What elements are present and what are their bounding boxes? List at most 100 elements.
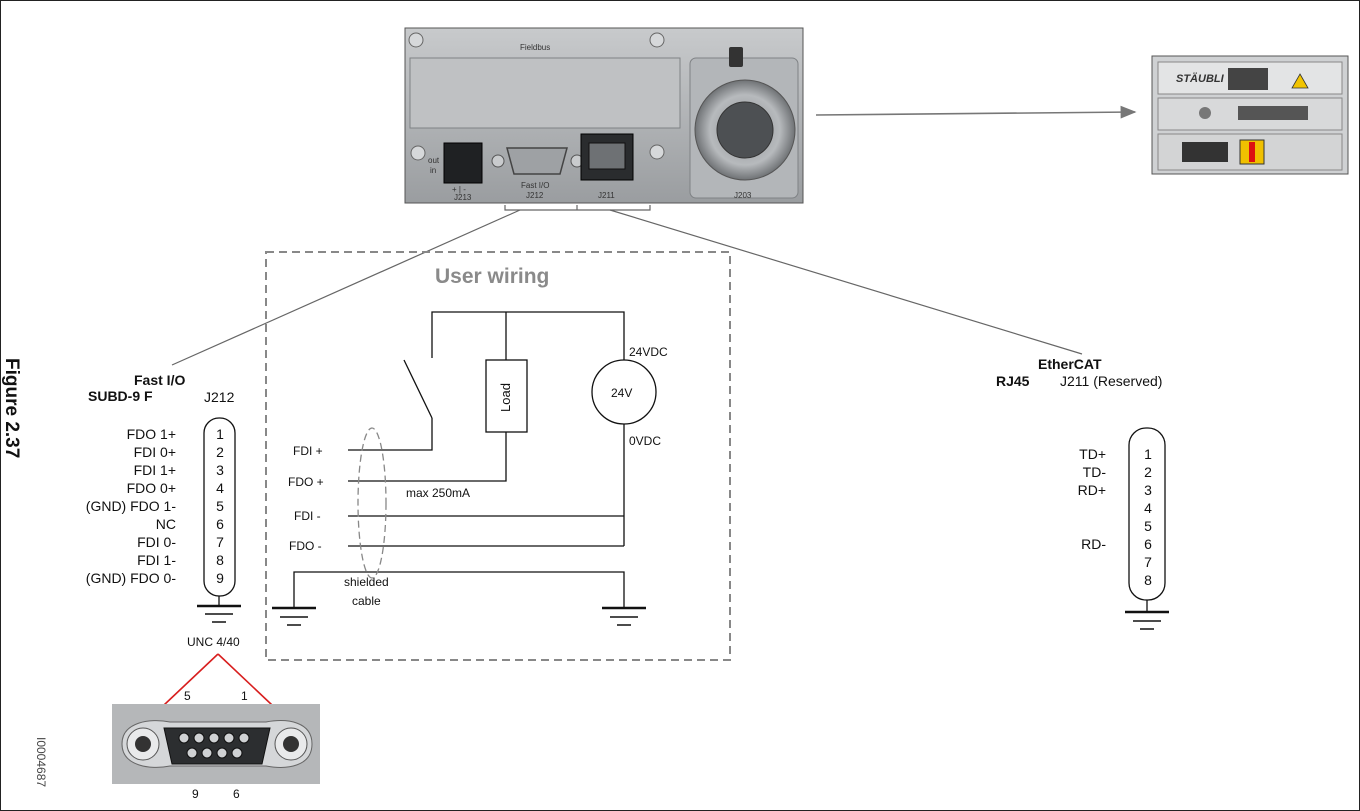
ethercat-pin-label: TD- <box>1083 464 1107 480</box>
fast-io-leader <box>171 209 521 366</box>
fast-io-pin-label: FDI 1- <box>137 552 176 568</box>
ethercat-pin-numbers: 1 2 3 4 5 6 7 8 <box>1144 446 1152 588</box>
j203-label: J203 <box>734 191 752 200</box>
rack-connector <box>1228 68 1268 90</box>
ethercat-pin-label: RD- <box>1081 536 1106 552</box>
shielded-label: shielded <box>344 575 389 589</box>
fast-io-pin-number: 8 <box>216 552 224 568</box>
photo-pin-1: 1 <box>241 689 248 703</box>
fast-io-pin-label: FDO 0+ <box>127 480 176 496</box>
fast-io-pin-label: FDI 0- <box>137 534 176 550</box>
fast-io-pin-number: 2 <box>216 444 224 460</box>
photo-pin-5: 5 <box>184 689 191 703</box>
screw-icon <box>408 32 424 48</box>
ethercat-connector: J211 (Reserved) <box>1060 373 1162 389</box>
ethercat-pin-labels: TD+ TD- RD+ RD- <box>1078 446 1107 552</box>
ethercat-pin-number: 3 <box>1144 482 1152 498</box>
j213-plus-minus: + | - <box>452 185 466 194</box>
dsub-photo <box>112 704 320 784</box>
ethercat-pin-number: 5 <box>1144 518 1152 534</box>
fdi-plus-label: FDI + <box>293 444 323 458</box>
rack-ports <box>1238 106 1308 120</box>
screw-spec: UNC 4/40 <box>187 635 240 649</box>
fast-io-pin-label: FDO 1+ <box>127 426 176 442</box>
j213-connector <box>443 142 483 184</box>
ground-icon <box>1125 610 1169 630</box>
v24-label: 24VDC <box>629 345 668 359</box>
rack-button <box>1199 107 1211 119</box>
user-wiring-box <box>265 251 731 661</box>
j213-out-in: out <box>428 156 440 165</box>
ethercat-leader <box>609 209 1083 355</box>
j212-caption: Fast I/O <box>521 181 549 190</box>
ethercat-pin-label: TD+ <box>1079 446 1106 462</box>
fast-io-pin-label: NC <box>156 516 176 532</box>
screw-icon <box>491 154 505 168</box>
fast-io-pin-labels: FDO 1+ FDI 0+ FDI 1+ FDO 0+ (GND) FDO 1- NC FD… <box>86 426 177 586</box>
fdi-minus-label: FDI - <box>294 509 321 523</box>
fast-io-title: Fast I/O <box>134 372 185 388</box>
connector-bracket <box>504 205 651 211</box>
load-label: Load <box>498 383 513 412</box>
switch-icon <box>403 359 433 419</box>
ethercat-pin-number: 8 <box>1144 572 1152 588</box>
image-id: I0004687 <box>34 737 48 787</box>
rack-terminals <box>1182 142 1228 162</box>
pointer-arrow <box>815 105 1137 119</box>
screw-icon <box>410 145 426 161</box>
ethercat-pin-number: 2 <box>1144 464 1152 480</box>
fast-io-pin-number: 7 <box>216 534 224 550</box>
load-box <box>485 359 528 433</box>
fdo-minus-label: FDO - <box>289 539 322 553</box>
controller-rack: STÄUBLI <box>1151 55 1349 175</box>
ethercat-pin-number: 1 <box>1144 446 1152 462</box>
fast-io-pin-label: FDI 1+ <box>134 462 176 478</box>
cable-label: cable <box>352 594 381 608</box>
rj45-port <box>588 142 626 170</box>
fast-io-pin-label: (GND) FDO 0- <box>86 570 177 586</box>
source-label: 24V <box>611 386 632 400</box>
screw-icon <box>649 32 665 48</box>
switch-handle <box>1249 142 1255 162</box>
screw-icon <box>649 144 665 160</box>
fast-io-type: SUBD-9 F <box>88 388 153 404</box>
fast-io-pin-label: (GND) FDO 1- <box>86 498 177 514</box>
fieldbus-label: Fieldbus <box>520 43 550 52</box>
max-current-label: max 250mA <box>406 486 470 500</box>
j211-label: J211 <box>598 191 615 200</box>
j212-label: J212 <box>526 191 544 200</box>
ethercat-pin-label: RD+ <box>1078 482 1106 498</box>
user-circuit: Load 24V <box>272 311 657 626</box>
photo-pin-6: 6 <box>233 787 240 801</box>
ground-icon <box>197 604 241 623</box>
fast-io-pin-number: 5 <box>216 498 224 514</box>
fast-io-pin-number: 9 <box>216 570 224 586</box>
figure-label: Figure 2.37 <box>1 358 22 458</box>
photo-pin-9: 9 <box>192 787 199 801</box>
user-wiring-title: User wiring <box>435 265 549 288</box>
fdo-plus-label: FDO + <box>288 475 324 489</box>
ethercat-pin-number: 6 <box>1144 536 1152 552</box>
fast-io-pin-label: FDI 0+ <box>134 444 176 460</box>
ethercat-pin-number: 7 <box>1144 554 1152 570</box>
warning-icon <box>1291 73 1309 89</box>
fast-io-pin-number: 1 <box>216 426 224 442</box>
fast-io-pin-number: 4 <box>216 480 224 496</box>
fast-io-connector: J212 <box>204 389 235 405</box>
brand-logo: STÄUBLI <box>1176 72 1225 85</box>
ethercat-pin-number: 4 <box>1144 500 1152 516</box>
j213-label: J213 <box>454 193 472 202</box>
shield-ellipse <box>357 427 387 579</box>
ground-icon <box>602 606 646 626</box>
ground-icon <box>272 606 316 626</box>
lock-icon <box>729 47 743 67</box>
fast-io-pin-number: 3 <box>216 462 224 478</box>
ethercat-title: EtherCAT <box>1038 356 1102 372</box>
j212-connector <box>506 147 568 175</box>
v0-label: 0VDC <box>629 434 661 448</box>
j203-insert <box>716 101 774 159</box>
controller-panel: Fieldbus + | - out in J213 Fast I/O J212… <box>404 27 804 211</box>
j213-in: in <box>430 166 436 175</box>
